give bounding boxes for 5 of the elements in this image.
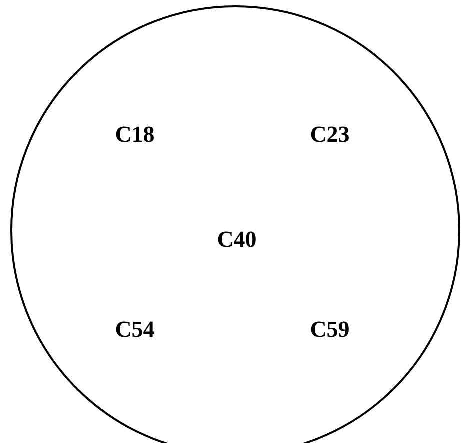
die-label: C59 (310, 317, 350, 343)
die-label: C23 (310, 122, 350, 148)
die-label: C18 (115, 122, 155, 148)
die-label: C54 (115, 317, 155, 343)
die-label: C40 (217, 227, 257, 253)
